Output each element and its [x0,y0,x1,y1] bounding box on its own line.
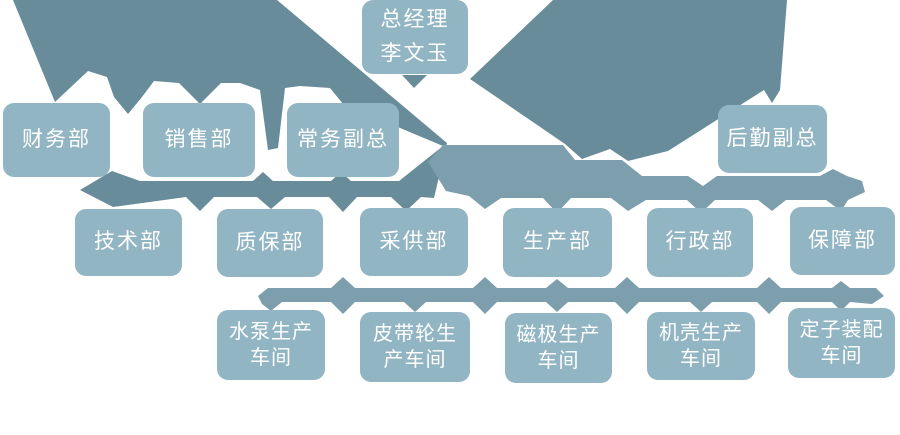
node-casing-workshop: 机壳生产 车间 [647,312,755,380]
node-administration-dept: 行政部 [647,208,753,277]
node-procurement-dept: 采供部 [360,208,468,276]
node-logistics-deputy-gm: 后勤副总 [718,105,827,173]
connector-top-right [470,0,787,161]
connector-top-left [13,0,447,212]
node-production-dept: 生产部 [503,208,612,277]
node-stator-assembly-workshop: 定子装配 车间 [788,308,895,378]
node-magnetic-pole-workshop: 磁极生产 车间 [505,313,612,383]
node-general-manager: 总经理 李文玉 [362,0,468,74]
node-pump-workshop: 水泵生产 车间 [217,310,325,380]
node-executive-deputy-gm: 常务副总 [287,103,399,177]
connector-gm-notch [402,75,427,88]
node-pulley-workshop: 皮带轮生 产车间 [360,312,470,382]
node-technology-dept: 技术部 [75,209,182,276]
node-support-dept: 保障部 [790,207,895,275]
connector-bottom-band [258,277,884,314]
node-sales-dept: 销售部 [143,103,255,177]
node-quality-assurance-dept: 质保部 [217,209,323,277]
connector-middle-band [428,145,865,213]
node-finance-dept: 财务部 [3,103,110,177]
